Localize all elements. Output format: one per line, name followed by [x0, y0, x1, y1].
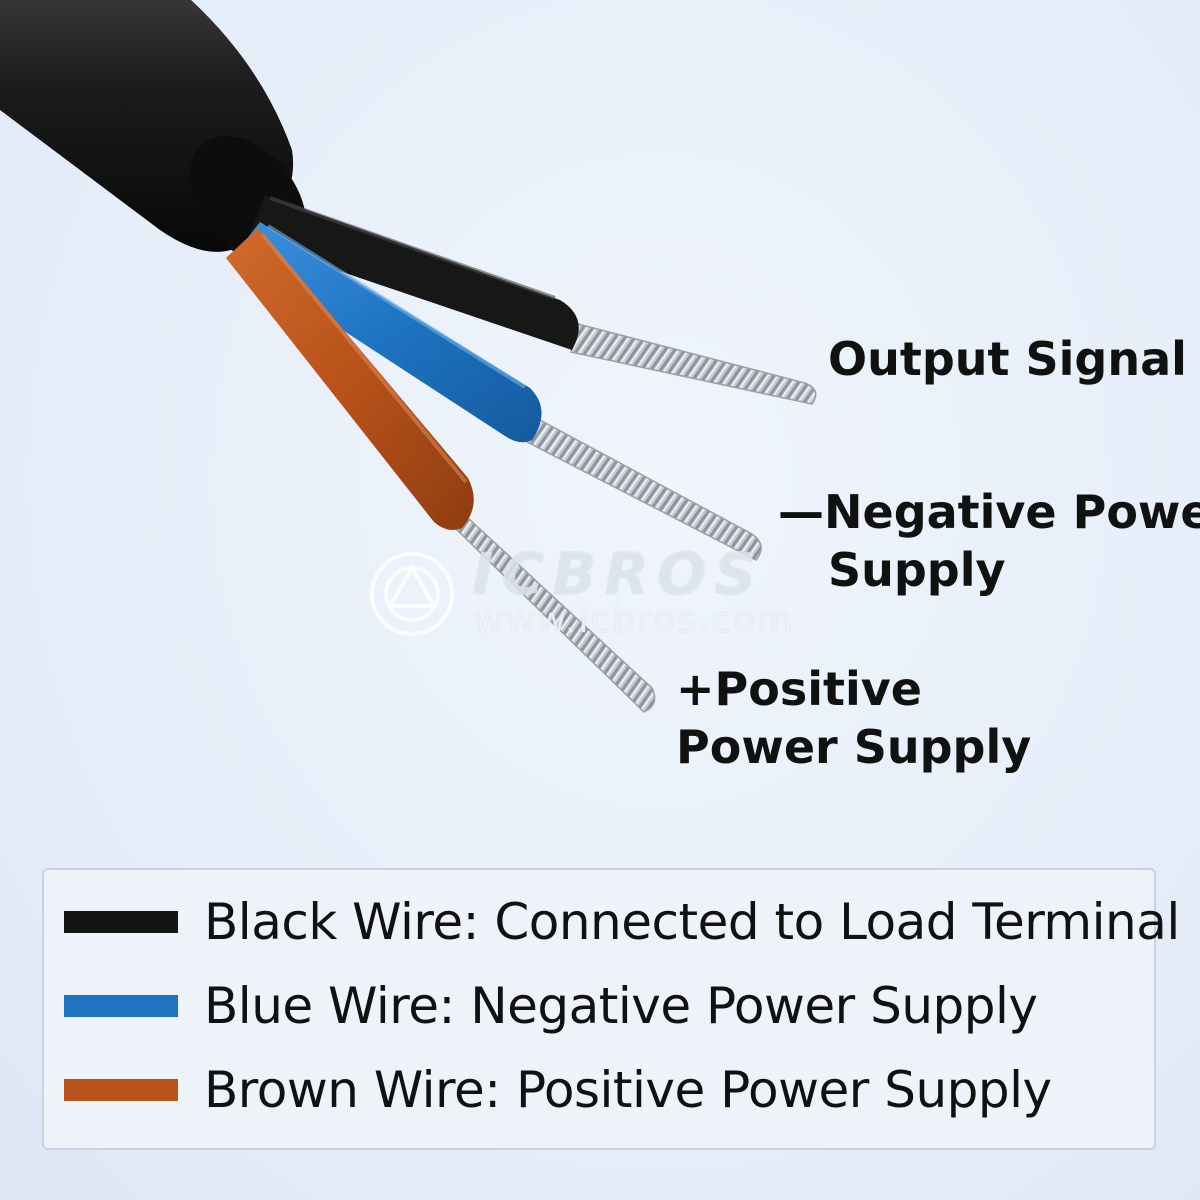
watermark-brand: ICBROS — [472, 540, 765, 608]
legend-label-blue: Blue Wire: Negative Power Supply — [204, 977, 1038, 1035]
legend-label-black: Black Wire: Connected to Load Terminal — [204, 893, 1180, 951]
legend-swatch-blue — [64, 995, 178, 1017]
blue-wire-strands — [525, 418, 762, 561]
black-wire-insulation — [248, 195, 579, 350]
black-wire-strands — [570, 323, 817, 405]
legend-row-blue: Blue Wire: Negative Power Supply — [44, 964, 1038, 1048]
blue-wire-insulation — [232, 222, 542, 443]
wire-legend: Black Wire: Connected to Load Terminal B… — [42, 868, 1180, 1150]
legend-row-black: Black Wire: Connected to Load Terminal — [44, 880, 1180, 964]
callout-output-signal: Output Signal — [828, 330, 1187, 388]
callout-negative-line1: —Negative Power — [778, 485, 1200, 539]
callout-output-text: Output Signal — [828, 332, 1187, 386]
watermark-url: www.icbros.com — [474, 600, 795, 641]
legend-row-brown: Brown Wire: Positive Power Supply — [44, 1048, 1052, 1132]
callout-positive-line2: Power Supply — [676, 720, 1032, 774]
brown-wire-insulation — [226, 228, 474, 530]
watermark-logo-icon — [370, 552, 454, 636]
legend-swatch-black — [64, 911, 178, 933]
callout-negative-power-supply: —Negative Power Supply — [778, 483, 1200, 599]
callout-positive-power-supply: +Positive Power Supply — [676, 660, 1031, 776]
legend-label-brown: Brown Wire: Positive Power Supply — [204, 1061, 1052, 1119]
callout-positive-line1: +Positive — [676, 662, 922, 716]
brown-wire-strands — [453, 517, 656, 713]
legend-swatch-brown — [64, 1079, 178, 1101]
callout-negative-line2: Supply — [828, 543, 1006, 597]
